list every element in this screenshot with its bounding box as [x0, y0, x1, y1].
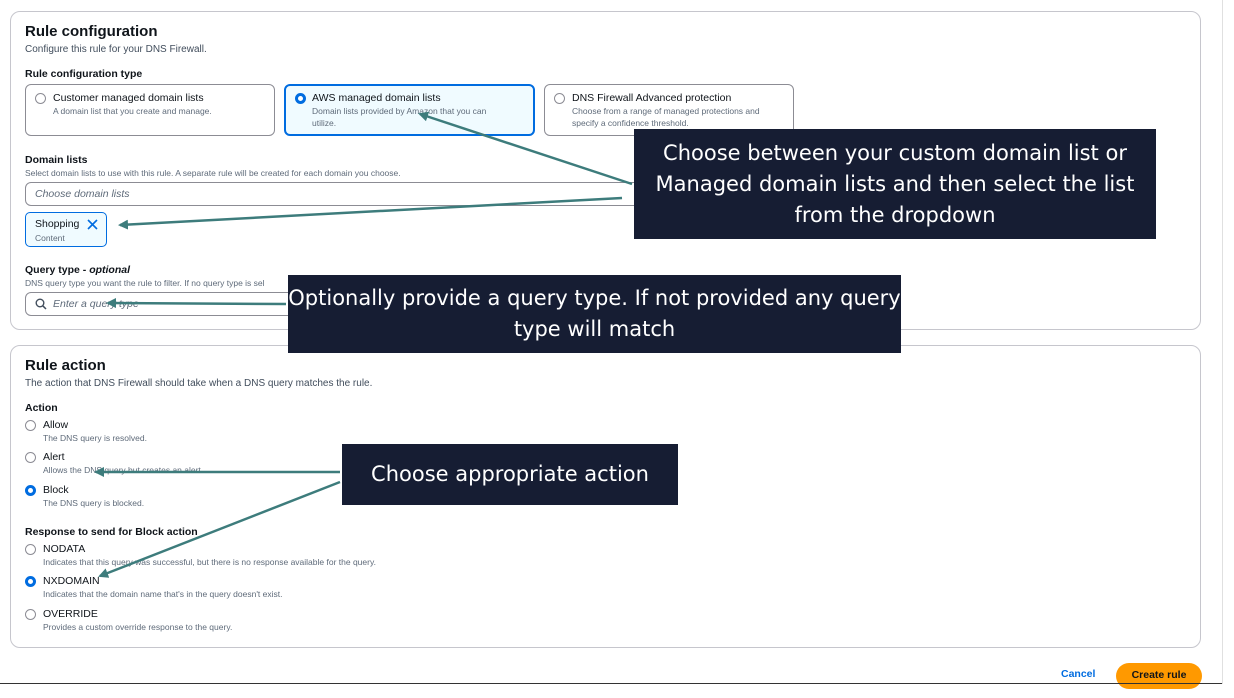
- rule-configuration-type-label: Rule configuration type: [25, 68, 143, 80]
- tile-title: Customer managed domain lists: [53, 92, 204, 104]
- option-nodata-title: NODATA: [43, 543, 86, 555]
- tile-title: AWS managed domain lists: [312, 92, 441, 104]
- radio-alert[interactable]: [25, 452, 36, 463]
- option-alert-desc: Allows the DNS query but creates an aler…: [43, 465, 204, 475]
- radio-customer-managed[interactable]: [35, 93, 46, 104]
- radio-override[interactable]: [25, 609, 36, 620]
- option-nxdomain-desc: Indicates that the domain name that's in…: [43, 589, 283, 599]
- tile-desc: Domain lists provided by Amazon that you…: [312, 106, 487, 128]
- action-label: Action: [25, 402, 58, 414]
- search-icon: [35, 298, 47, 310]
- option-block-desc: The DNS query is blocked.: [43, 498, 145, 508]
- rule-configuration-title: Rule configuration: [25, 23, 158, 40]
- domain-token-shopping: Shopping Content: [25, 212, 107, 247]
- query-type-input[interactable]: Enter a query type: [25, 292, 295, 316]
- radio-nodata[interactable]: [25, 544, 36, 555]
- callout-action: Choose appropriate action: [342, 444, 678, 505]
- rule-action-title: Rule action: [25, 357, 106, 374]
- radio-allow[interactable]: [25, 420, 36, 431]
- radio-advanced-protection[interactable]: [554, 93, 565, 104]
- query-type-placeholder: Enter a query type: [53, 298, 139, 310]
- tile-desc: A domain list that you create and manage…: [53, 106, 212, 116]
- radio-aws-managed[interactable]: [295, 93, 306, 104]
- tile-customer-managed[interactable]: Customer managed domain lists A domain l…: [25, 84, 275, 136]
- option-block-title: Block: [43, 484, 69, 496]
- create-rule-button[interactable]: Create rule: [1116, 663, 1202, 689]
- query-type-optional: optional: [89, 264, 131, 276]
- domain-lists-select[interactable]: Choose domain lists: [25, 182, 640, 206]
- cancel-button[interactable]: Cancel: [1061, 668, 1096, 680]
- close-icon[interactable]: [87, 219, 98, 230]
- option-override-desc: Provides a custom override response to t…: [43, 622, 233, 632]
- rule-configuration-description: Configure this rule for your DNS Firewal…: [25, 44, 207, 55]
- radio-nxdomain[interactable]: [25, 576, 36, 587]
- option-nxdomain-title: NXDOMAIN: [43, 575, 100, 587]
- query-type-label: Query type - optional: [25, 264, 130, 276]
- option-nodata-desc: Indicates that this query was successful…: [43, 557, 376, 567]
- tile-aws-managed[interactable]: AWS managed domain lists Domain lists pr…: [284, 84, 535, 136]
- option-allow-desc: The DNS query is resolved.: [43, 433, 147, 443]
- query-type-label-text: Query type -: [25, 264, 90, 276]
- tile-title: DNS Firewall Advanced protection: [572, 92, 732, 104]
- tile-desc: Choose from a range of managed protectio…: [572, 106, 760, 128]
- domain-lists-label: Domain lists: [25, 154, 88, 166]
- bottom-divider: [0, 683, 1222, 684]
- callout-domain-lists: Choose between your custom domain list o…: [634, 129, 1156, 239]
- option-allow-title: Allow: [43, 419, 69, 431]
- page-right-edge: [1222, 0, 1223, 684]
- domain-lists-description: Select domain lists to use with this rul…: [25, 168, 401, 178]
- domain-lists-placeholder: Choose domain lists: [35, 188, 130, 200]
- callout-query-type: Optionally provide a query type. If not …: [288, 275, 901, 353]
- option-override-title: OVERRIDE: [43, 608, 98, 620]
- option-alert-title: Alert: [43, 451, 65, 463]
- token-name: Shopping: [35, 218, 80, 230]
- rule-action-description: The action that DNS Firewall should take…: [25, 378, 373, 389]
- radio-block[interactable]: [25, 485, 36, 496]
- response-label: Response to send for Block action: [25, 526, 198, 538]
- query-type-description: DNS query type you want the rule to filt…: [25, 278, 265, 288]
- token-subtext: Content: [35, 233, 65, 243]
